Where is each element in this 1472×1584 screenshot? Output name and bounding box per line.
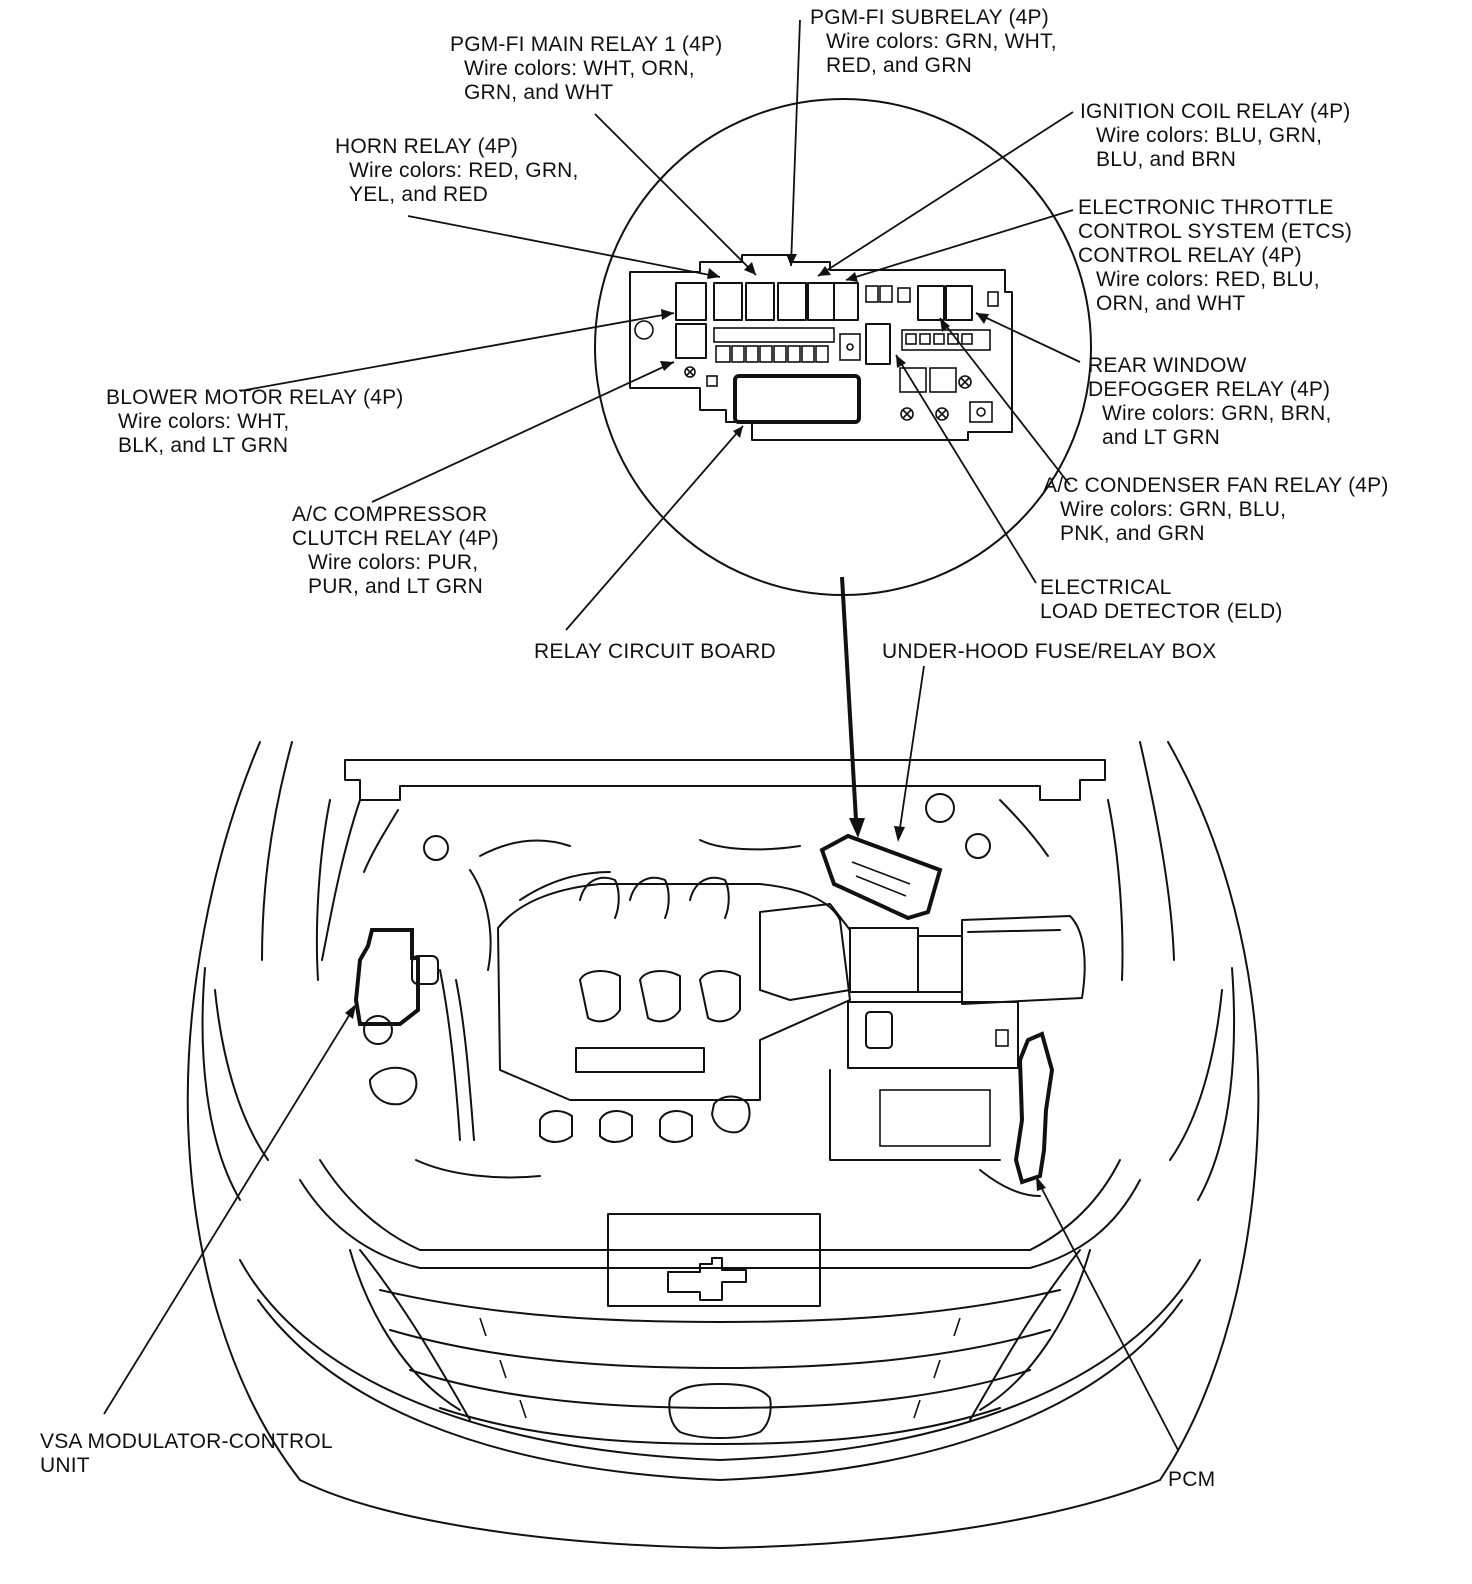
etcs-relay-icon [833,282,859,321]
pgm-subrelay-icon [777,282,807,321]
pgm-main-relay-label: PGM-FI MAIN RELAY 1 (4P) Wire colors: WH… [450,33,723,104]
ac-condenser-relay-label: A/C CONDENSER FAN RELAY (4P) Wire colors… [1043,474,1389,545]
horn-relay-label: HORN RELAY (4P) Wire colors: RED, GRN, Y… [335,135,579,206]
rear-defogger-relay-label: REAR WINDOW DEFOGGER RELAY (4P) Wire col… [1088,354,1332,449]
vsa-unit-label: VSA MODULATOR-CONTROL UNIT [40,1430,333,1477]
ignition-coil-relay-icon [807,282,835,321]
ac-compressor-relay-icon [675,323,707,359]
relay-circuit-board-icon [733,374,861,424]
under-hood-fuse-box-label: UNDER-HOOD FUSE/RELAY BOX [882,640,1217,663]
pcm-label: PCM [1168,1468,1216,1491]
pgm-main-relay-icon [745,282,775,321]
magnifier-connector [103,576,1179,1451]
relay-circuit-board-label: RELAY CIRCUIT BOARD [534,640,776,663]
leader-lines [239,19,1081,631]
ignition-coil-relay-label: IGNITION COIL RELAY (4P) Wire colors: BL… [1080,100,1351,171]
eld-label: ELECTRICAL LOAD DETECTOR (ELD) [1040,576,1283,623]
pgm-subrelay-label: PGM-FI SUBRELAY (4P) Wire colors: GRN, W… [810,6,1057,77]
horn-relay-icon [713,282,743,321]
etcs-relay-label: ELECTRONIC THROTTLE CONTROL SYSTEM (ETCS… [1078,196,1353,315]
blower-motor-relay-label: BLOWER MOTOR RELAY (4P) Wire colors: WHT… [106,386,404,457]
ac-condenser-relay-icon [917,285,945,321]
ac-compressor-relay-label: A/C COMPRESSOR CLUTCH RELAY (4P) Wire co… [292,503,499,598]
eld-icon [865,323,891,365]
relay-box-magnifier [594,98,1092,596]
blower-motor-relay-icon [675,282,707,321]
rear-defogger-relay-icon [945,285,973,321]
car-front-view [186,741,1260,1549]
